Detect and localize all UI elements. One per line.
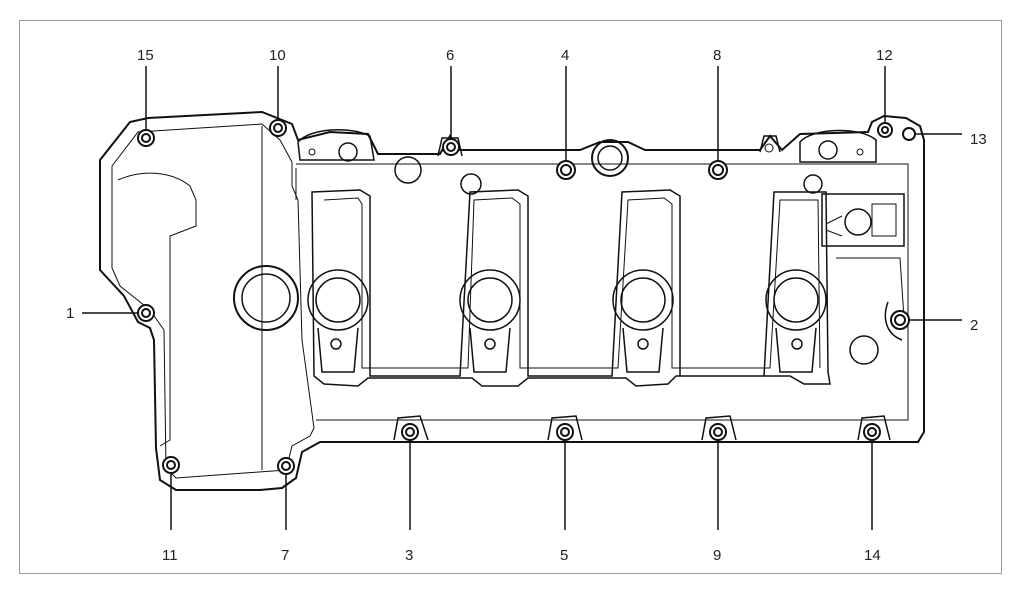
- bolt-10: [269, 119, 287, 137]
- bolt-9: [709, 423, 727, 441]
- callout-label-3: 3: [405, 547, 414, 564]
- bolt-13: [902, 127, 916, 141]
- callout-label-4: 4: [561, 47, 570, 64]
- bolts: [137, 119, 916, 475]
- callout-label-2: 2: [970, 317, 979, 334]
- bolt-3: [401, 423, 419, 441]
- bolt-12: [877, 122, 893, 138]
- bolt-8: [708, 160, 728, 180]
- bolt-6: [442, 138, 460, 156]
- callout-label-15: 15: [137, 47, 154, 64]
- callout-label-11: 11: [162, 547, 178, 564]
- bolt-14: [863, 423, 881, 441]
- gasket-outline: [311, 189, 831, 387]
- callout-label-6: 6: [446, 47, 455, 64]
- callout-label-10: 10: [269, 47, 286, 64]
- bolt-11: [162, 456, 180, 474]
- cover-rim: [111, 123, 315, 479]
- callout-label-8: 8: [713, 47, 722, 64]
- plug-bosses: [307, 269, 827, 373]
- callout-label-13: 13: [970, 131, 987, 148]
- callout-label-1: 1: [66, 305, 75, 322]
- callout-label-14: 14: [864, 547, 881, 564]
- callout-label-7: 7: [281, 547, 290, 564]
- bolt-1: [137, 304, 155, 322]
- diagram-frame: [19, 20, 1002, 574]
- sensor: [821, 193, 905, 247]
- cover-outline: [99, 110, 925, 491]
- bolt-2: [890, 310, 910, 330]
- callout-label-5: 5: [560, 547, 569, 564]
- bolt-5: [556, 423, 574, 441]
- callout-label-12: 12: [876, 47, 893, 64]
- leader-lines: [82, 66, 962, 530]
- bolt-4: [556, 160, 576, 180]
- oil-filler: [233, 265, 299, 331]
- callout-label-9: 9: [713, 547, 722, 564]
- bolt-15: [137, 129, 155, 147]
- bolt-7: [277, 457, 295, 475]
